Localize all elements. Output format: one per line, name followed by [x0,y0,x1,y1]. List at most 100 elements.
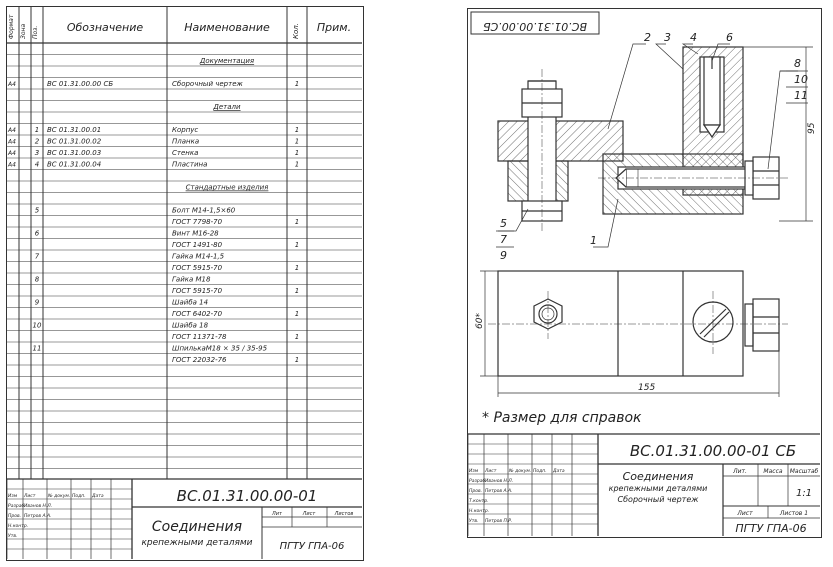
draw-stamp-role: Утв. [469,518,478,524]
draw-stamp-sheets: Листов 1 [779,510,808,517]
cell-pos: 6 [35,230,40,238]
cell-designation: ВС 01.31.00.00 СБ [47,80,113,88]
header-format: Формат [8,14,15,39]
callout-number: 11 [794,89,808,102]
corner-code-text: ВС.01.31.00.00.СБ [483,20,587,33]
stamp-role: Утв. [8,533,17,539]
cell-name: ГОСТ 7798-70 [172,218,223,226]
header-zone: Зона [20,24,27,39]
cell-name: ГОСТ 5915-70 [172,287,223,295]
cell-pos: 9 [35,299,40,307]
stamp-title2: крепежными деталями [141,538,252,548]
cell-format: А4 [7,162,16,169]
cell-qty: 1 [295,126,299,134]
dim-side-text: 60* [475,313,485,329]
draw-stamp-person: Петров А.А. [485,488,512,494]
specification-table: Формат Зона Поз. Обозначение Наименование Кол… [7,7,362,559]
cell-qty: 1 [295,356,299,364]
callout-number: 10 [794,73,808,86]
stamp-code: ВС.01.31.00.00-01 [177,487,318,505]
cell-name: Шайба 18 [172,322,209,330]
cell-format: А4 [7,127,16,134]
cell-name: ГОСТ 22032-76 [172,356,227,364]
cell-pos: 4 [35,161,39,169]
draw-stamp-role: Н.контр. [469,508,489,514]
draw-stamp-title3: Сборочный чертеж [618,495,700,504]
cell-qty: 1 [295,218,299,226]
draw-stamp-sheet: Лист [736,510,753,517]
cell-qty: 1 [295,333,299,341]
callout-number: 8 [794,57,801,70]
header-designation: Обозначение [67,21,144,34]
draw-stamp-row-label: Изм [469,468,479,474]
cell-designation: ВС 01.31.00.01 [47,126,101,134]
part-bar [497,120,624,162]
cell-name: ГОСТ 5915-70 [172,264,223,272]
draw-stamp-title1: Соединения [623,470,694,483]
callout-number: 7 [500,233,507,246]
header-qty: Кол. [292,23,300,39]
cell-name: Стенка [172,149,198,157]
draw-stamp-row-label: Лист [484,468,497,474]
corner-code-box: ВС.01.31.00.00.СБ [470,11,600,35]
callout-number: 6 [726,31,733,44]
cell-name: Сборочный чертеж [172,80,243,88]
header-name: Наименование [184,21,270,34]
cell-name: Гайка М18 [172,276,211,284]
draw-stamp-mass: Масса [763,468,782,475]
stamp-sheet: Лист [302,511,317,517]
cell-pos: 8 [35,276,40,284]
draw-stamp-role: Т.контр. [469,498,489,504]
stamp-role: Пров. [8,513,21,519]
cell-name: Болт М14-1,5×60 [172,207,236,215]
stamp-row-label: Дата [91,493,104,499]
cell-name: ШпилькаМ18 × 35 / 35-95 [172,345,268,353]
callout-number: 1 [590,234,597,247]
dim-side: 60* [475,270,498,377]
nut-top-right [752,298,780,352]
cell-qty: 1 [295,241,299,249]
assembly-views: ВС.01.31.00.00.СБ [468,11,820,536]
assembly-drawing: ВС.01.31.00.00.СБ [467,8,822,538]
callout-number: 9 [500,249,507,262]
draw-stamp-row-label: Подп. [533,468,547,474]
dim-width-text: 155 [638,383,655,393]
cell-pos: 2 [35,138,40,146]
stamp-person: Иванов Н.Л. [24,503,52,509]
cell-qty: 1 [295,264,299,272]
cell-designation: ВС 01.31.00.02 [47,138,102,146]
section-title: Стандартные изделия [186,184,269,192]
cell-name: Шайба 14 [172,299,208,307]
front-section-view [497,46,788,231]
cell-name: Гайка М14-1,5 [172,253,225,261]
draw-stamp-person: Иванов Н.Л. [485,478,513,484]
cell-pos: 1 [35,126,39,134]
header-note: Прим. [317,21,351,34]
cell-qty: 1 [295,161,299,169]
draw-stamp-org: ПГТУ ГПА-06 [735,522,806,535]
dim-height-text: 95 [807,122,817,134]
cell-qty: 1 [295,80,299,88]
stamp-lit: Лит [271,511,283,517]
top-view-outline [497,270,744,377]
cell-designation: ВС 01.31.00.04 [47,161,101,169]
draw-stamp-role: Разраб. [469,478,487,484]
callout-number: 4 [690,31,697,44]
specification-sheet: Формат Зона Поз. Обозначение Наименование Кол… [6,6,364,561]
cell-name: Пластина [172,161,207,169]
draw-stamp-scale: Масштаб [790,468,819,475]
draw-stamp-scale-value: 1:1 [796,488,812,499]
top-view [488,270,788,377]
cell-format: А4 [7,139,16,146]
callout-number: 2 [644,31,651,44]
dim-width: 155 [497,351,780,397]
cell-name: ГОСТ 1491-80 [172,241,223,249]
cell-qty: 1 [295,310,299,318]
cell-qty: 1 [295,287,299,295]
header-pos: Поз. [32,26,39,39]
section-title: Детали [212,103,241,111]
cell-name: Корпус [172,126,198,134]
cell-qty: 1 [295,138,299,146]
draw-stamp-role: Пров. [469,488,482,494]
stamp-row-label: № докум. [47,493,70,499]
